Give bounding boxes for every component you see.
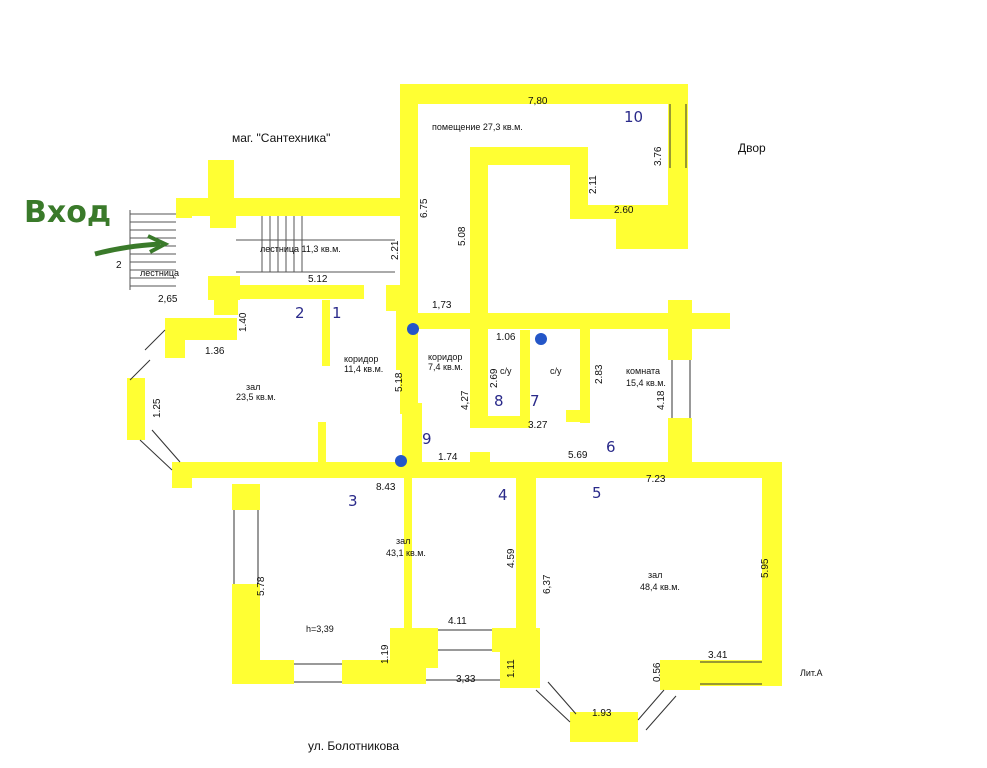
dimension: 1.93 — [592, 708, 612, 719]
dimension: 5.18 — [394, 372, 405, 392]
dimension: 1.74 — [438, 452, 458, 463]
dimension: 5.78 — [256, 576, 267, 596]
dimension: 1.36 — [205, 346, 225, 357]
stair-label-2: лестница — [140, 268, 179, 278]
entrance-arrow-icon — [94, 234, 170, 257]
dimension: 5.12 — [308, 274, 328, 285]
dimension: 3,33 — [456, 674, 476, 685]
dimension: 7.23 — [646, 474, 666, 485]
dimension: 2,65 — [158, 294, 178, 305]
wc-2-label: с/у — [550, 366, 562, 376]
corridor-2-label: коридор — [428, 352, 462, 362]
dimension: 1.11 — [506, 659, 517, 678]
dimension: 1.06 — [496, 332, 516, 343]
dimension: 4,27 — [460, 390, 471, 410]
marker-dot — [395, 455, 407, 467]
street-label: ул. Болотникова — [308, 739, 399, 753]
dimension: 5.69 — [568, 450, 588, 461]
dimension: 2.11 — [588, 175, 599, 194]
dimension: 2.83 — [594, 364, 605, 384]
yard-label: Двор — [738, 141, 766, 155]
shop-label: маг. "Сантехника" — [232, 131, 330, 145]
marker-dot — [407, 323, 419, 335]
dimension: 2 — [116, 260, 122, 271]
walls — [127, 84, 782, 742]
room-6-label: комната — [626, 366, 660, 376]
room-number-3: 3 — [348, 492, 358, 510]
dimension: 1.25 — [152, 398, 163, 418]
dimension: 2.60 — [614, 205, 634, 216]
hall-3-label: зал — [396, 536, 410, 546]
room-number-10: 10 — [624, 108, 643, 126]
dimension: 5.95 — [760, 558, 771, 578]
dimension: 4.59 — [506, 548, 517, 568]
dimension: 3.27 — [528, 420, 548, 431]
dimension: 2.21 — [390, 240, 401, 260]
dimension: 3.41 — [708, 650, 728, 661]
dimension: 2.69 — [489, 368, 500, 388]
entrance-label: Вход — [24, 195, 111, 230]
dimension: 4.18 — [656, 390, 667, 410]
room-number-9: 9 — [422, 430, 432, 448]
room-number-6: 6 — [606, 438, 616, 456]
dimension: 5.08 — [457, 226, 468, 246]
corridor-2-area: 7,4 кв.м. — [428, 362, 463, 372]
room-number-4: 4 — [498, 486, 508, 504]
dimension: 7,80 — [528, 96, 548, 107]
hall-5-area: 48,4 кв.м. — [640, 582, 680, 592]
room-number-2: 2 — [295, 304, 305, 322]
hall-5-label: зал — [648, 570, 662, 580]
hall-1-area: 23,5 кв.м. — [236, 392, 276, 402]
room-10-label: помещение 27,3 кв.м. — [432, 122, 523, 132]
room-number-1: 1 — [332, 304, 342, 322]
room-number-7: 7 — [530, 392, 540, 410]
dimension: 1.19 — [380, 644, 391, 664]
room-number-5: 5 — [592, 484, 602, 502]
dimension: 6.75 — [419, 198, 430, 218]
hall-1-label: зал — [246, 382, 260, 392]
dimension: 6,37 — [542, 574, 553, 594]
staircase-hatch — [129, 210, 395, 290]
room-number-8: 8 — [494, 392, 504, 410]
dimension: 3.76 — [653, 146, 664, 166]
dimension: 1.40 — [238, 312, 249, 332]
lit-label: Лит.А — [800, 668, 823, 678]
windows — [129, 104, 762, 731]
marker-dot — [535, 333, 547, 345]
dimension: 8.43 — [376, 482, 396, 493]
stair-label: лестница 11,3 кв.м. — [260, 244, 341, 254]
hall-3-area: 43,1 кв.м. — [386, 548, 426, 558]
room-6-area: 15,4 кв.м. — [626, 378, 666, 388]
corridor-1-area: 11,4 кв.м. — [344, 364, 383, 374]
dimension: 0.56 — [652, 662, 663, 682]
corridor-1-label: коридор — [344, 354, 378, 364]
height-label: h=3,39 — [306, 624, 334, 634]
dimension: 1,73 — [432, 300, 452, 311]
wc-1-label: с/у — [500, 366, 512, 376]
dimension: 4.11 — [448, 616, 467, 627]
